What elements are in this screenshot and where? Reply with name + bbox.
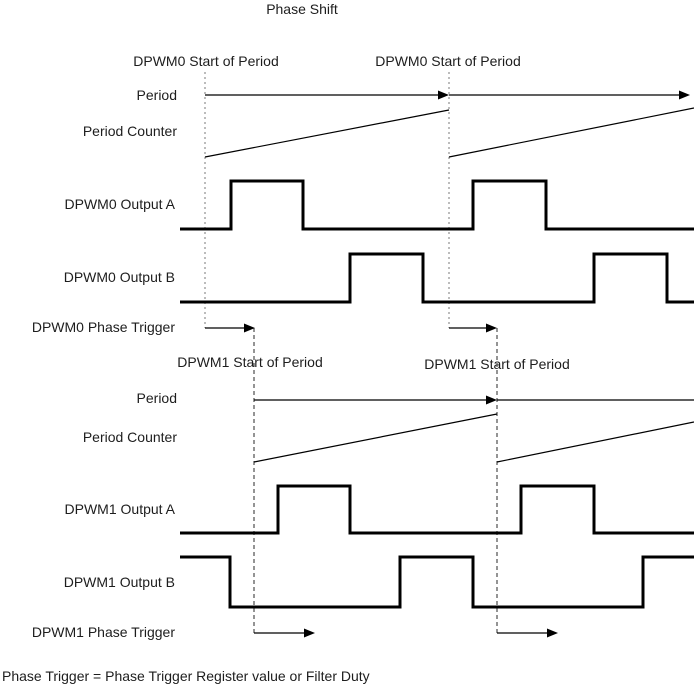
dpwm0-output-b-label: DPWM0 Output B — [64, 269, 175, 285]
dpwm0-counter-ramp-1 — [204, 109, 450, 158]
dpwm0-output-b-wave — [180, 252, 694, 304]
dpwm1-period-arrow-1-head — [486, 395, 497, 405]
dpwm1-phase-trigger-label: DPWM1 Phase Trigger — [32, 624, 175, 640]
dpwm0-period-arrow-1-head — [438, 90, 449, 100]
dpwm1-output-b-wave — [180, 555, 694, 609]
phase-trigger-footnote: Phase Trigger = Phase Trigger Register v… — [2, 668, 370, 684]
dpwm0-start-of-period-label-2: DPWM0 Start of Period — [375, 53, 521, 69]
dpwm0-output-a-label: DPWM0 Output A — [65, 196, 176, 212]
dpwm1-counter-ramp-1 — [253, 413, 498, 463]
dpwm0-output-a-wave — [180, 179, 694, 231]
waveform-geometry — [180, 72, 694, 638]
dpwm1-phase-trigger-arrow-1-head — [304, 628, 315, 638]
dpwm1-output-b-label: DPWM1 Output B — [64, 574, 175, 590]
dpwm0-phase-trigger-label: DPWM0 Phase Trigger — [32, 319, 175, 335]
dpwm1-output-a-wave — [180, 484, 694, 535]
dpwm1-counter-ramp-2 — [496, 421, 694, 463]
dpwm0-phase-trigger-arrow-1-head — [244, 323, 255, 333]
dpwm1-output-a-label: DPWM1 Output A — [65, 501, 176, 517]
dpwm1-period-counter-label: Period Counter — [83, 429, 178, 445]
dpwm1-period-label: Period — [137, 390, 177, 406]
dpwm0-period-label: Period — [137, 87, 177, 103]
dpwm0-counter-ramp-2 — [448, 107, 694, 158]
dpwm0-start-of-period-label-1: DPWM0 Start of Period — [133, 53, 279, 69]
dpwm0-period-arrow-2-head — [679, 90, 690, 100]
diagram-title: Phase Shift — [266, 1, 338, 17]
dpwm1-phase-trigger-arrow-2-head — [547, 628, 558, 638]
dpwm1-start-of-period-label-1: DPWM1 Start of Period — [177, 354, 323, 370]
dpwm0-period-counter-label: Period Counter — [83, 123, 178, 139]
dpwm0-phase-trigger-arrow-2-head — [486, 323, 497, 333]
